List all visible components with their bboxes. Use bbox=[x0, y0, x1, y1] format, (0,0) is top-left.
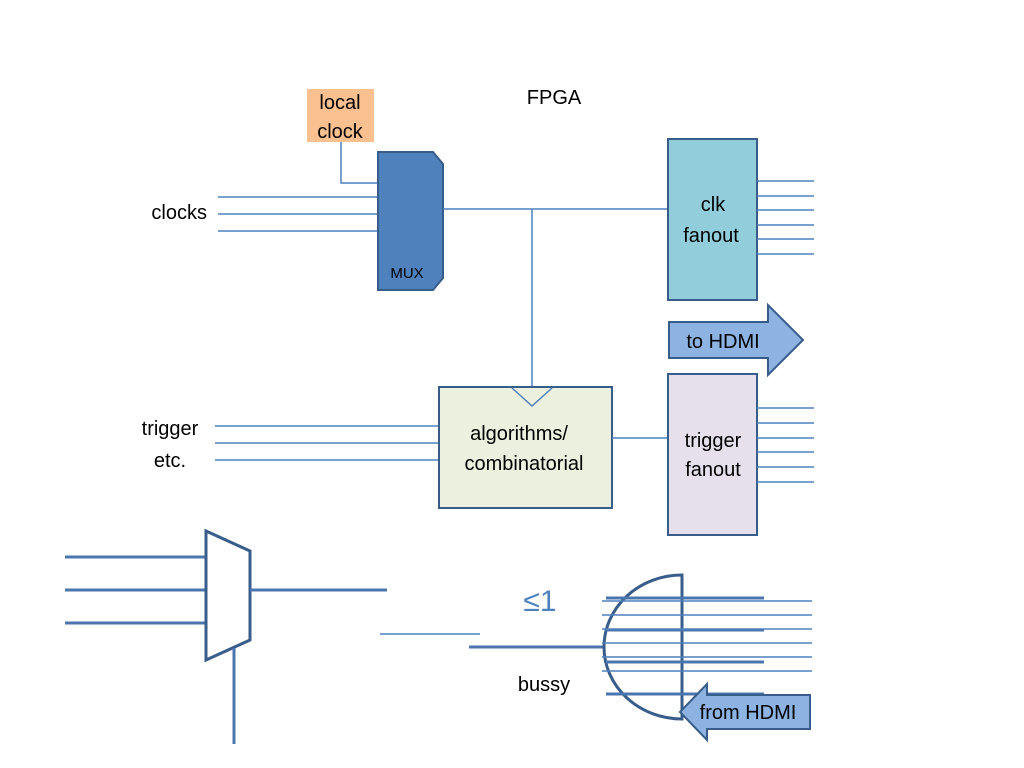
local-clock-box bbox=[307, 89, 374, 142]
trigger-label-line1: trigger bbox=[142, 418, 199, 440]
or-gate-label: ≤1 bbox=[523, 585, 556, 618]
clock-input-marker bbox=[511, 387, 553, 408]
to-hdmi-label: to HDMI bbox=[686, 331, 759, 353]
local-clock-wire bbox=[340, 142, 378, 184]
clocks-label: clocks bbox=[151, 202, 207, 224]
algorithms-label-line2: combinatorial bbox=[465, 453, 584, 475]
lower-mux-symbol bbox=[204, 528, 252, 663]
clk-fanout-label-line2: fanout bbox=[683, 225, 739, 247]
mux-block bbox=[377, 151, 444, 291]
clk-fanout-label-line1: clk bbox=[701, 194, 726, 216]
trigger-fanout-label-line1: trigger bbox=[685, 430, 742, 452]
algorithms-label-line1: algorithms/ bbox=[470, 423, 568, 445]
trigger-fanout-box bbox=[667, 373, 758, 536]
trigger-fanout-label-line2: fanout bbox=[685, 459, 741, 481]
local-clock-label-line1: local bbox=[319, 92, 360, 114]
trigger-fanout-outputs bbox=[757, 407, 814, 483]
diagram-title: FPGA bbox=[527, 87, 582, 109]
mux-label: MUX bbox=[390, 265, 423, 282]
from-hdmi-label: from HDMI bbox=[700, 702, 797, 724]
algorithms-box bbox=[438, 386, 613, 509]
or-gate-symbol bbox=[602, 573, 684, 721]
from-hdmi-arrow bbox=[678, 681, 811, 743]
to-hdmi-arrow bbox=[668, 302, 805, 378]
or-gate-thin-lines bbox=[602, 600, 812, 672]
clk-fanout-outputs bbox=[757, 180, 814, 255]
bussy-label: bussy bbox=[518, 674, 570, 696]
trigger-label-line2: etc. bbox=[154, 450, 186, 472]
local-clock-label-line2: clock bbox=[317, 121, 364, 143]
clk-fanout-box bbox=[667, 138, 758, 301]
